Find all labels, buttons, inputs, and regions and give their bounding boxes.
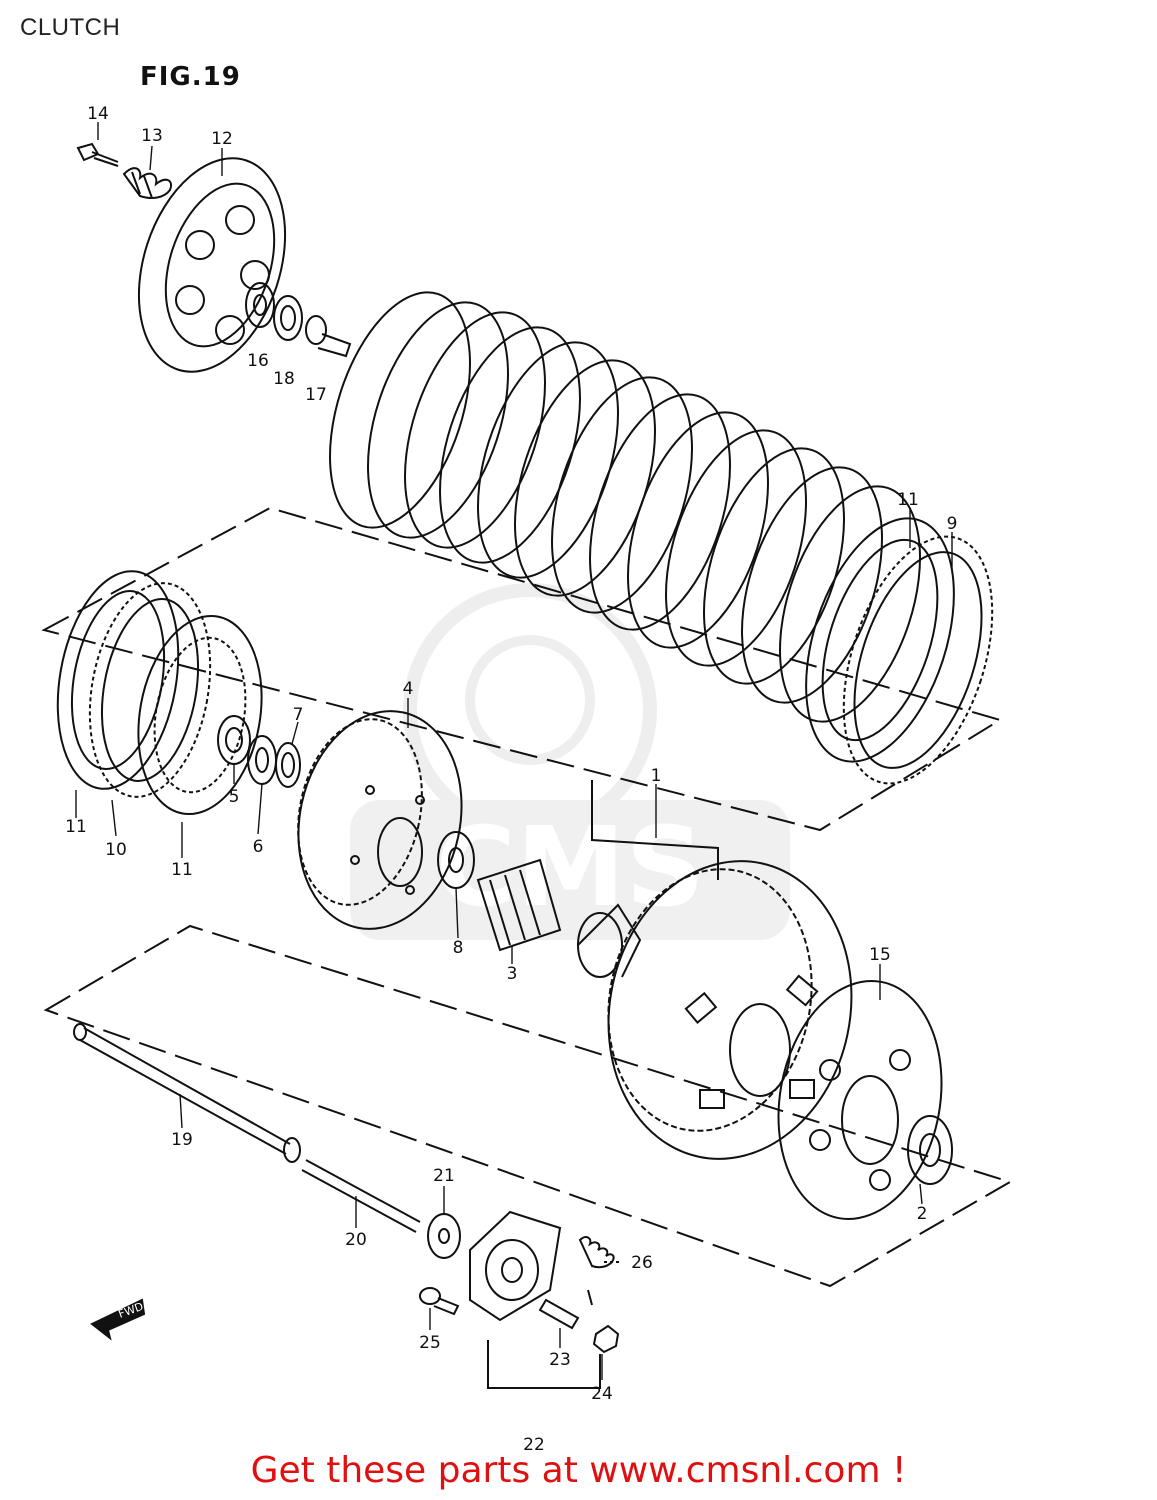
callout-7: 7 [292,705,304,725]
clutch-plate-part-10 [88,582,212,798]
callout-17: 17 [305,385,327,405]
clutch-housing-part-1 [607,860,853,1160]
callout-20: 20 [345,1230,367,1250]
callout-21: 21 [433,1166,455,1186]
callout-14: 14 [87,104,109,124]
washer-part-8 [437,831,475,889]
callout-11-mid: 11 [171,860,193,880]
bolt-part-14 [76,142,119,167]
release-cam-part-22 [469,1210,562,1322]
figure-title: FIG.19 [140,62,241,92]
callout-9: 9 [946,514,958,534]
seal-part-21 [427,1213,461,1259]
clutch-plate-stack [329,291,921,723]
spring-part-13 [122,167,172,199]
pushrod-part-20 [301,1159,421,1233]
callout-23: 23 [549,1350,571,1370]
assembly-boundary-lower [43,924,1013,1288]
callout-4: 4 [402,679,414,699]
leader-bracket-22 [487,1340,601,1389]
callout-8: 8 [452,938,464,958]
callout-11-right: 11 [897,490,919,510]
spring-part-26 [578,1236,615,1306]
callout-12: 12 [211,129,233,149]
pushrod-piece-part-17 [305,315,352,358]
cta-parts-link[interactable]: Get these parts at www.cmsnl.com ! [250,1450,907,1491]
assembly-boundary-upper [41,506,1003,832]
callout-18: 18 [273,369,295,389]
callout-11-left: 11 [65,817,87,837]
callout-6: 6 [252,837,264,857]
bolt-part-25 [419,1287,460,1316]
bearing-part-18 [273,295,303,341]
callout-2: 2 [916,1204,928,1224]
pressure-plate-part-12 [137,157,287,373]
clutch-plate-part-11-left [56,570,180,790]
fwd-arrow-icon: FWD [90,1298,145,1341]
spacer-part [577,903,642,978]
page-title: CLUTCH [20,14,121,41]
clutch-plate-part-11-mid [137,614,263,816]
washer-part-2 [907,1115,953,1185]
callout-5: 5 [228,787,240,807]
washer-part-16 [245,282,275,328]
callout-13: 13 [141,126,163,146]
callout-19: 19 [171,1130,193,1150]
callout-1: 1 [650,766,662,786]
callout-10: 10 [105,840,127,860]
pushrod-part-19 [73,1023,301,1163]
cms-watermark-logo: CMS [350,583,790,940]
callout-leader-lines [75,122,953,1380]
callout-3: 3 [506,964,518,984]
callout-15: 15 [869,945,891,965]
washer-part-7 [275,742,301,788]
callout-24: 24 [591,1384,613,1404]
callout-25: 25 [419,1333,441,1353]
nut-part-24 [592,1324,620,1354]
bearing-part-5 [217,715,251,765]
washer-part-6 [247,735,277,785]
leader-bracket-1 [591,780,719,880]
screw-part-23 [538,1298,580,1330]
clutch-hub-part-4 [297,710,463,930]
callout-16: 16 [247,351,269,371]
callout-26: 26 [631,1253,653,1273]
callout-22: 22 [523,1435,545,1455]
starter-gear-part-15 [777,980,943,1220]
needle-bearing-part-3 [476,858,562,952]
watermark-text: CMS [435,803,704,931]
